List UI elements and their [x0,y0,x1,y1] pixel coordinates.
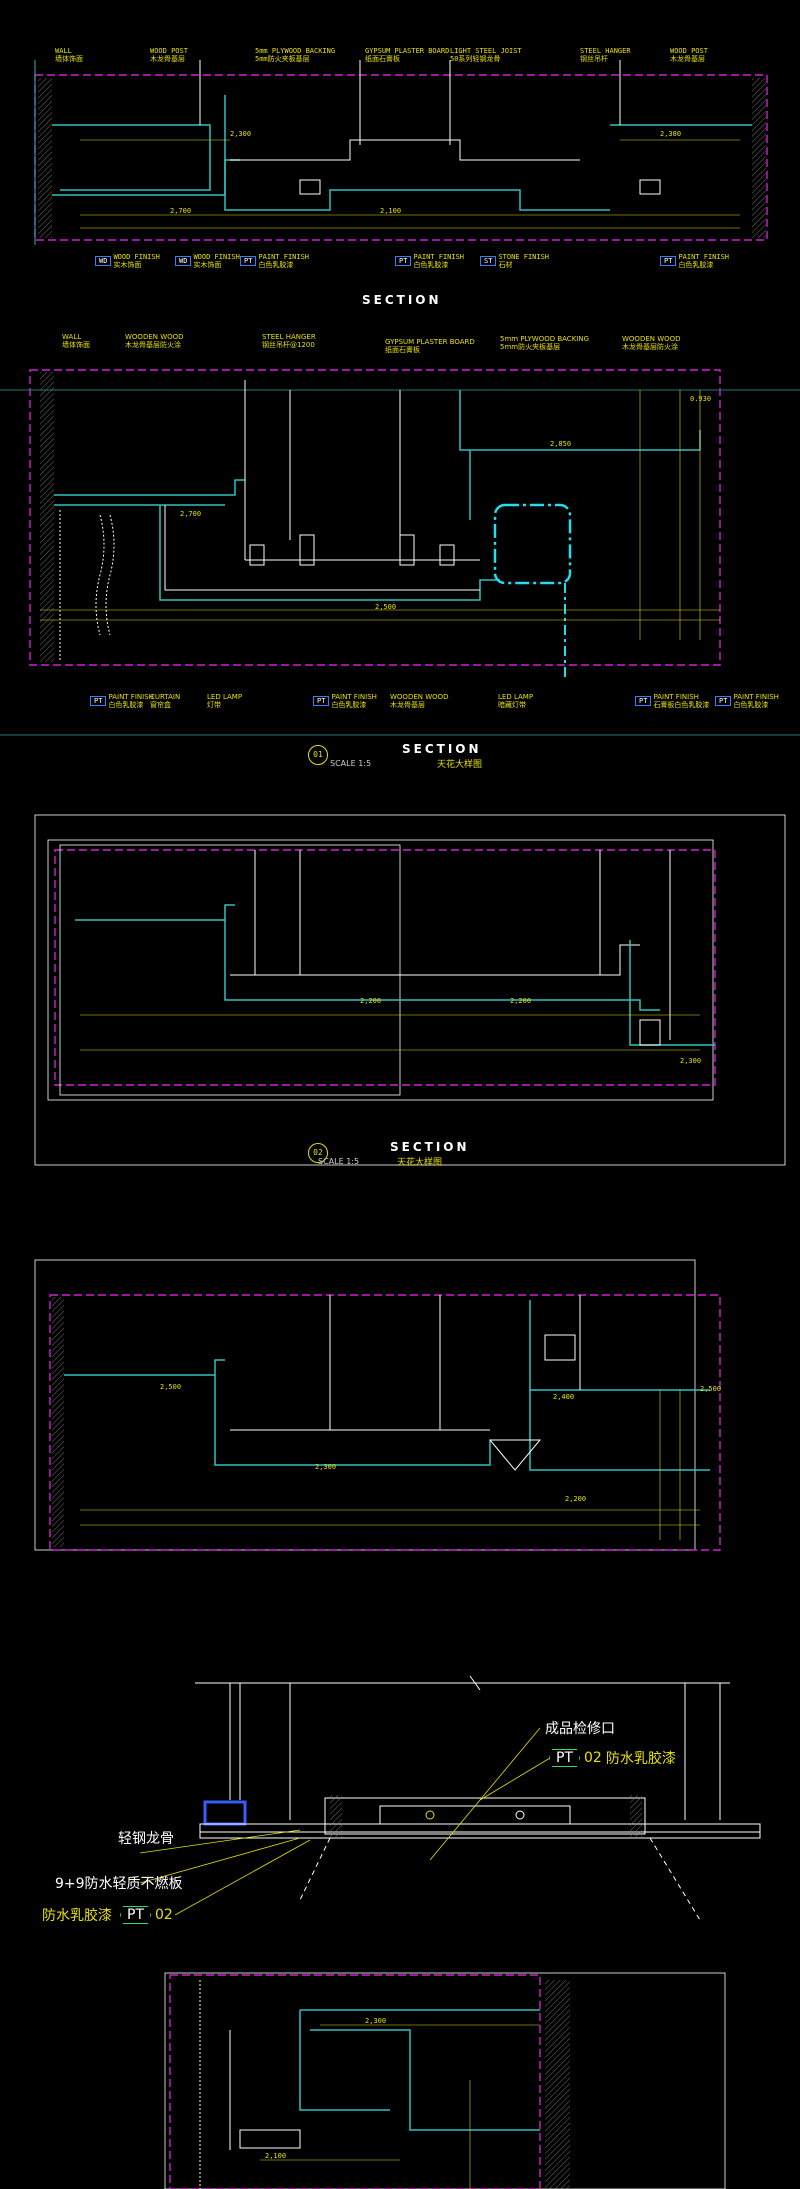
s2-title: SECTION [402,742,482,756]
s1-dim-2: 2,100 [380,207,402,215]
s2-dim-2: 2,500 [375,603,397,611]
s2-tag-5: WOODEN WOOD 木龙骨基层 [390,693,449,709]
s4-dim-4: 2,500 [700,1385,722,1393]
s2-scale: SCALE 1:5 [330,759,372,768]
s3-title: SECTION [390,1140,470,1154]
s2-label-plywood: 5mm PLYWOOD BACKING 5mm防火夹板基层 [500,335,590,351]
s1-label-light-steel: LIGHT STEEL JOIST 50系列轻钢龙骨 [450,47,522,63]
keel-label: 轻钢龙骨 [118,1831,174,1847]
pt-top-code: PT [549,1749,580,1767]
s2-label-steel-hanger: STEEL HANGER 钢丝吊杆@1200 [262,333,316,349]
s4-dim-1: 2,500 [160,1383,182,1391]
s3-ref-bubble: 02 [308,1143,328,1163]
s1-label-steel-hanger: STEEL HANGER 钢丝吊杆 [580,47,631,63]
s1-dim-4: 2,380 [660,130,682,138]
s1-title: SECTION [362,293,442,307]
s2-tag-3: LED LAMP 灯带 [207,693,243,709]
s4-dim-3: 2,200 [565,1495,587,1503]
s2-label-wall: WALL 墙体饰面 [62,333,90,349]
pt-bottom-text: 防水乳胶漆 [42,1908,112,1924]
detail-drawing [139,1675,761,1921]
s1-label-wall: WALL 墙体饰面 [55,47,83,63]
s2-dim-4: 0.930 [690,395,712,403]
s4-dim-5: 2,400 [553,1393,575,1401]
s2-label-wood: WOODEN WOOD 木龙骨基层防火涂 [125,333,184,349]
section-2-drawing [0,369,800,736]
s1-dim-3: 2,700 [170,207,192,215]
pt-top-num: 02 [584,1750,602,1766]
pt-top-text: 防水乳胶漆 [605,1751,676,1767]
pt-bottom-num: 02 [155,1907,173,1923]
s2-tag-6: LED LAMP 暗藏灯带 [498,693,534,709]
s3-subtitle: 天花大样图 [397,1158,443,1168]
s1-label-wood-post-right: WOOD POST 木龙骨基层 [670,47,708,63]
pt-top-tag: PT 02 防水乳胶漆 [545,1748,676,1768]
s2-tag-2: CURTAIN 窗帘盒 [150,693,181,709]
section-1-drawing [34,60,768,245]
s3-dim-2: 2,200 [510,997,532,1005]
pt-bottom-code: PT [120,1906,151,1924]
s2-subtitle: 天花大样图 [437,760,483,770]
s4-dim-2: 2,300 [315,1463,337,1471]
pt-bottom-tag: 防水乳胶漆 PT 02 [42,1905,173,1925]
s3-scale: SCALE 1:5 [318,1157,360,1166]
section-4-drawing [34,1259,721,1551]
section-3-drawing [34,814,786,1166]
s2-dim-1: 2,700 [180,510,202,518]
board-label: 9+9防水轻质不燃板 [55,1876,183,1892]
s1-label-plywood: 5mm PLYWOOD BACKING 5mm防火夹板基层 [255,47,336,63]
s6-dim-2: 2,100 [265,2152,287,2160]
s1-label-gypsum: GYPSUM PLASTER BOARD 纸面石膏板 [365,47,450,63]
s6-dim-1: 2,300 [365,2017,387,2025]
s3-dim-3: 2,300 [680,1057,702,1065]
access-panel-label: 成品检修口 [545,1721,615,1737]
s1-label-wood-post: WOOD POST 木龙骨基层 [150,47,188,63]
s2-dim-3: 2,850 [550,440,572,448]
s2-ref-bubble: 01 [308,745,328,765]
s2-label-gypsum: GYPSUM PLASTER BOARD 纸面石膏板 [385,338,475,354]
s2-label-wood-right: WOODEN WOOD 木龙骨基层防火涂 [622,335,681,351]
section-6-drawing [164,1972,726,2189]
s1-dim-1: 2,300 [230,130,252,138]
s3-dim-1: 2,200 [360,997,382,1005]
